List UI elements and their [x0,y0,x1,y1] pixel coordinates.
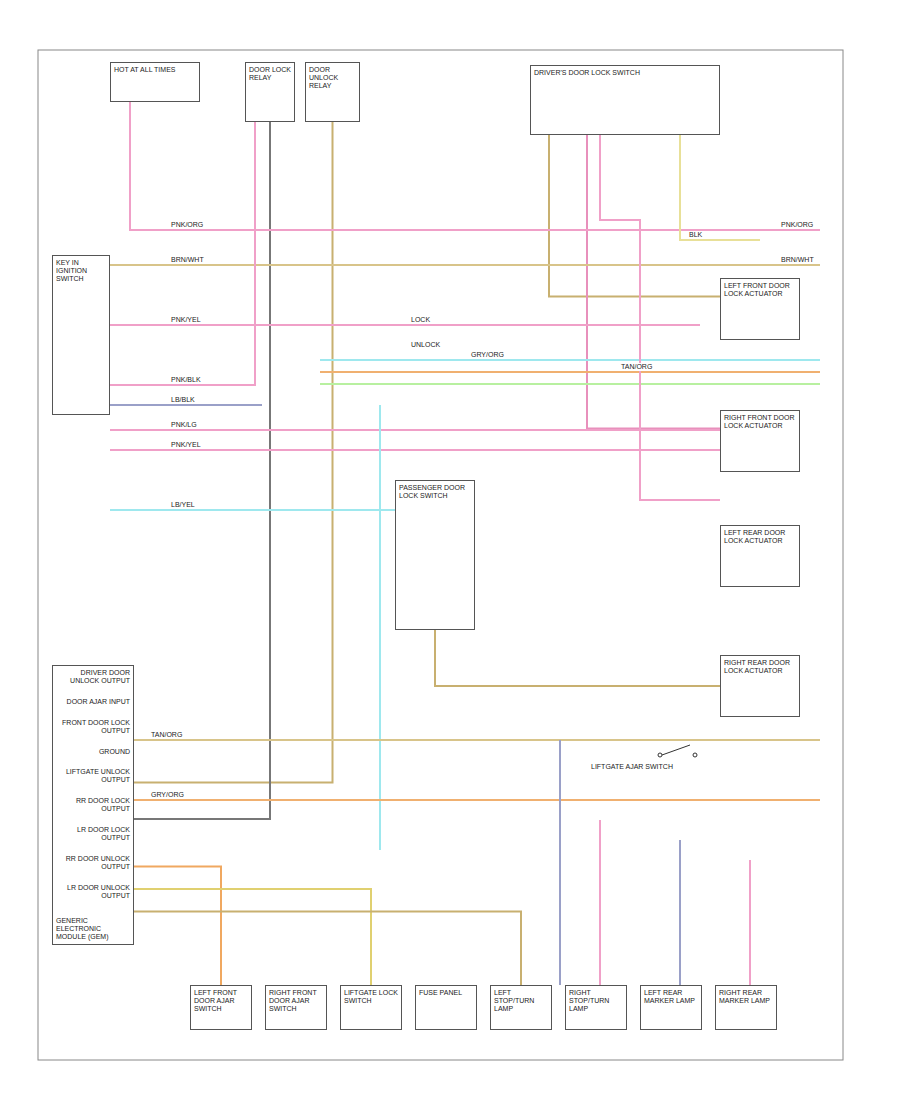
component-box: RIGHT REAR MARKER LAMP [715,985,777,1030]
component-box: FUSE PANEL [415,985,477,1030]
component-label: DOOR UNLOCK RELAY [309,66,356,90]
component-label: PASSENGER DOOR LOCK SWITCH [399,484,471,500]
component-box: DRIVER DOOR UNLOCK OUTPUT DOOR AJAR INPUT… [52,665,134,945]
wire-label: TAN/ORG [150,731,183,739]
component-label: DOOR AJAR INPUT [56,698,130,706]
component-box: DRIVER'S DOOR LOCK SWITCH [530,65,720,135]
component-label: DRIVER DOOR UNLOCK OUTPUT [56,669,130,685]
wire-connector [134,122,333,783]
wire-label: PNK/LG [170,421,198,429]
diagram-frame [38,50,843,1060]
component-label: GROUND [56,748,130,756]
switch-symbol [658,745,697,757]
component-label: LEFT REAR DOOR LOCK ACTUATOR [724,529,796,545]
component-box: LEFT REAR DOOR LOCK ACTUATOR [720,525,800,587]
component-box: DOOR LOCK RELAY [245,62,295,122]
component-label: RIGHT FRONT DOOR LOCK ACTUATOR [724,414,796,430]
wire-label: BRN/WHT [780,256,815,264]
wire-label: PNK/YEL [170,441,202,449]
component-label: RIGHT FRONT DOOR AJAR SWITCH [269,989,323,1013]
component-box: DOOR UNLOCK RELAY [305,62,360,122]
component-label: FUSE PANEL [419,989,473,997]
wires [110,102,820,985]
component-label: RIGHT REAR MARKER LAMP [719,989,773,1005]
component-label: RR DOOR UNLOCK OUTPUT [56,855,130,871]
component-label: LR DOOR LOCK OUTPUT [56,826,130,842]
wire-connector [435,630,720,686]
component-box: LEFT STOP/TURN LAMP [490,985,552,1030]
wire-label: LB/BLK [170,396,196,404]
component-box: LEFT REAR MARKER LAMP [640,985,702,1030]
wire-connector [134,889,371,985]
wire-label: TAN/ORG [620,363,653,371]
component-label: KEY IN IGNITION SWITCH [56,259,106,283]
wire-label: BLK [688,231,703,239]
wire-label: PNK/ORG [170,221,204,229]
wire-label: PNK/ORG [780,221,814,229]
component-label: DRIVER'S DOOR LOCK SWITCH [534,69,716,77]
wire-label: PNK/YEL [170,316,202,324]
component-box: HOT AT ALL TIMES [110,62,200,102]
wire-connector [549,135,720,297]
component-box: RIGHT STOP/TURN LAMP [565,985,627,1030]
component-label: RIGHT REAR DOOR LOCK ACTUATOR [724,659,796,675]
wire-label: LOCK [410,316,431,324]
wire-label: BRN/WHT [170,256,205,264]
component-label: DOOR LOCK RELAY [249,66,291,82]
wire-label: UNLOCK [410,341,441,349]
component-label: GENERIC ELECTRONIC MODULE (GEM) [56,917,130,941]
component-box: RIGHT FRONT DOOR LOCK ACTUATOR [720,410,800,472]
component-label: RR DOOR LOCK OUTPUT [56,797,130,813]
component-label: LIFTGATE LOCK SWITCH [344,989,398,1005]
wire-label: LB/YEL [170,501,196,509]
component-box: LEFT FRONT DOOR LOCK ACTUATOR [720,278,800,340]
component-label: LEFT FRONT DOOR LOCK ACTUATOR [724,282,796,298]
component-box: LIFTGATE LOCK SWITCH [340,985,402,1030]
wire-label: GRY/ORG [150,791,185,799]
wire-connector [134,911,521,985]
wire-label: GRY/ORG [470,351,505,359]
wire-label: PNK/BLK [170,376,202,384]
component-label: RIGHT STOP/TURN LAMP [569,989,623,1013]
component-label: LEFT STOP/TURN LAMP [494,989,548,1013]
component-label: LIFTGATE UNLOCK OUTPUT [56,768,130,784]
wire-connector [134,122,270,819]
component-box: LEFT FRONT DOOR AJAR SWITCH [190,985,252,1030]
component-label: FRONT DOOR LOCK OUTPUT [56,719,130,735]
component-label: LEFT FRONT DOOR AJAR SWITCH [194,989,248,1013]
component-label: HOT AT ALL TIMES [114,66,196,74]
wire-connector [134,867,221,985]
component-box: PASSENGER DOOR LOCK SWITCH [395,480,475,630]
component-label: LR DOOR UNLOCK OUTPUT [56,884,130,900]
component-label: LEFT REAR MARKER LAMP [644,989,698,1005]
wire-label: LIFTGATE AJAR SWITCH [590,763,674,771]
component-box: KEY IN IGNITION SWITCH [52,255,110,415]
component-box: RIGHT FRONT DOOR AJAR SWITCH [265,985,327,1030]
component-box: RIGHT REAR DOOR LOCK ACTUATOR [720,655,800,717]
